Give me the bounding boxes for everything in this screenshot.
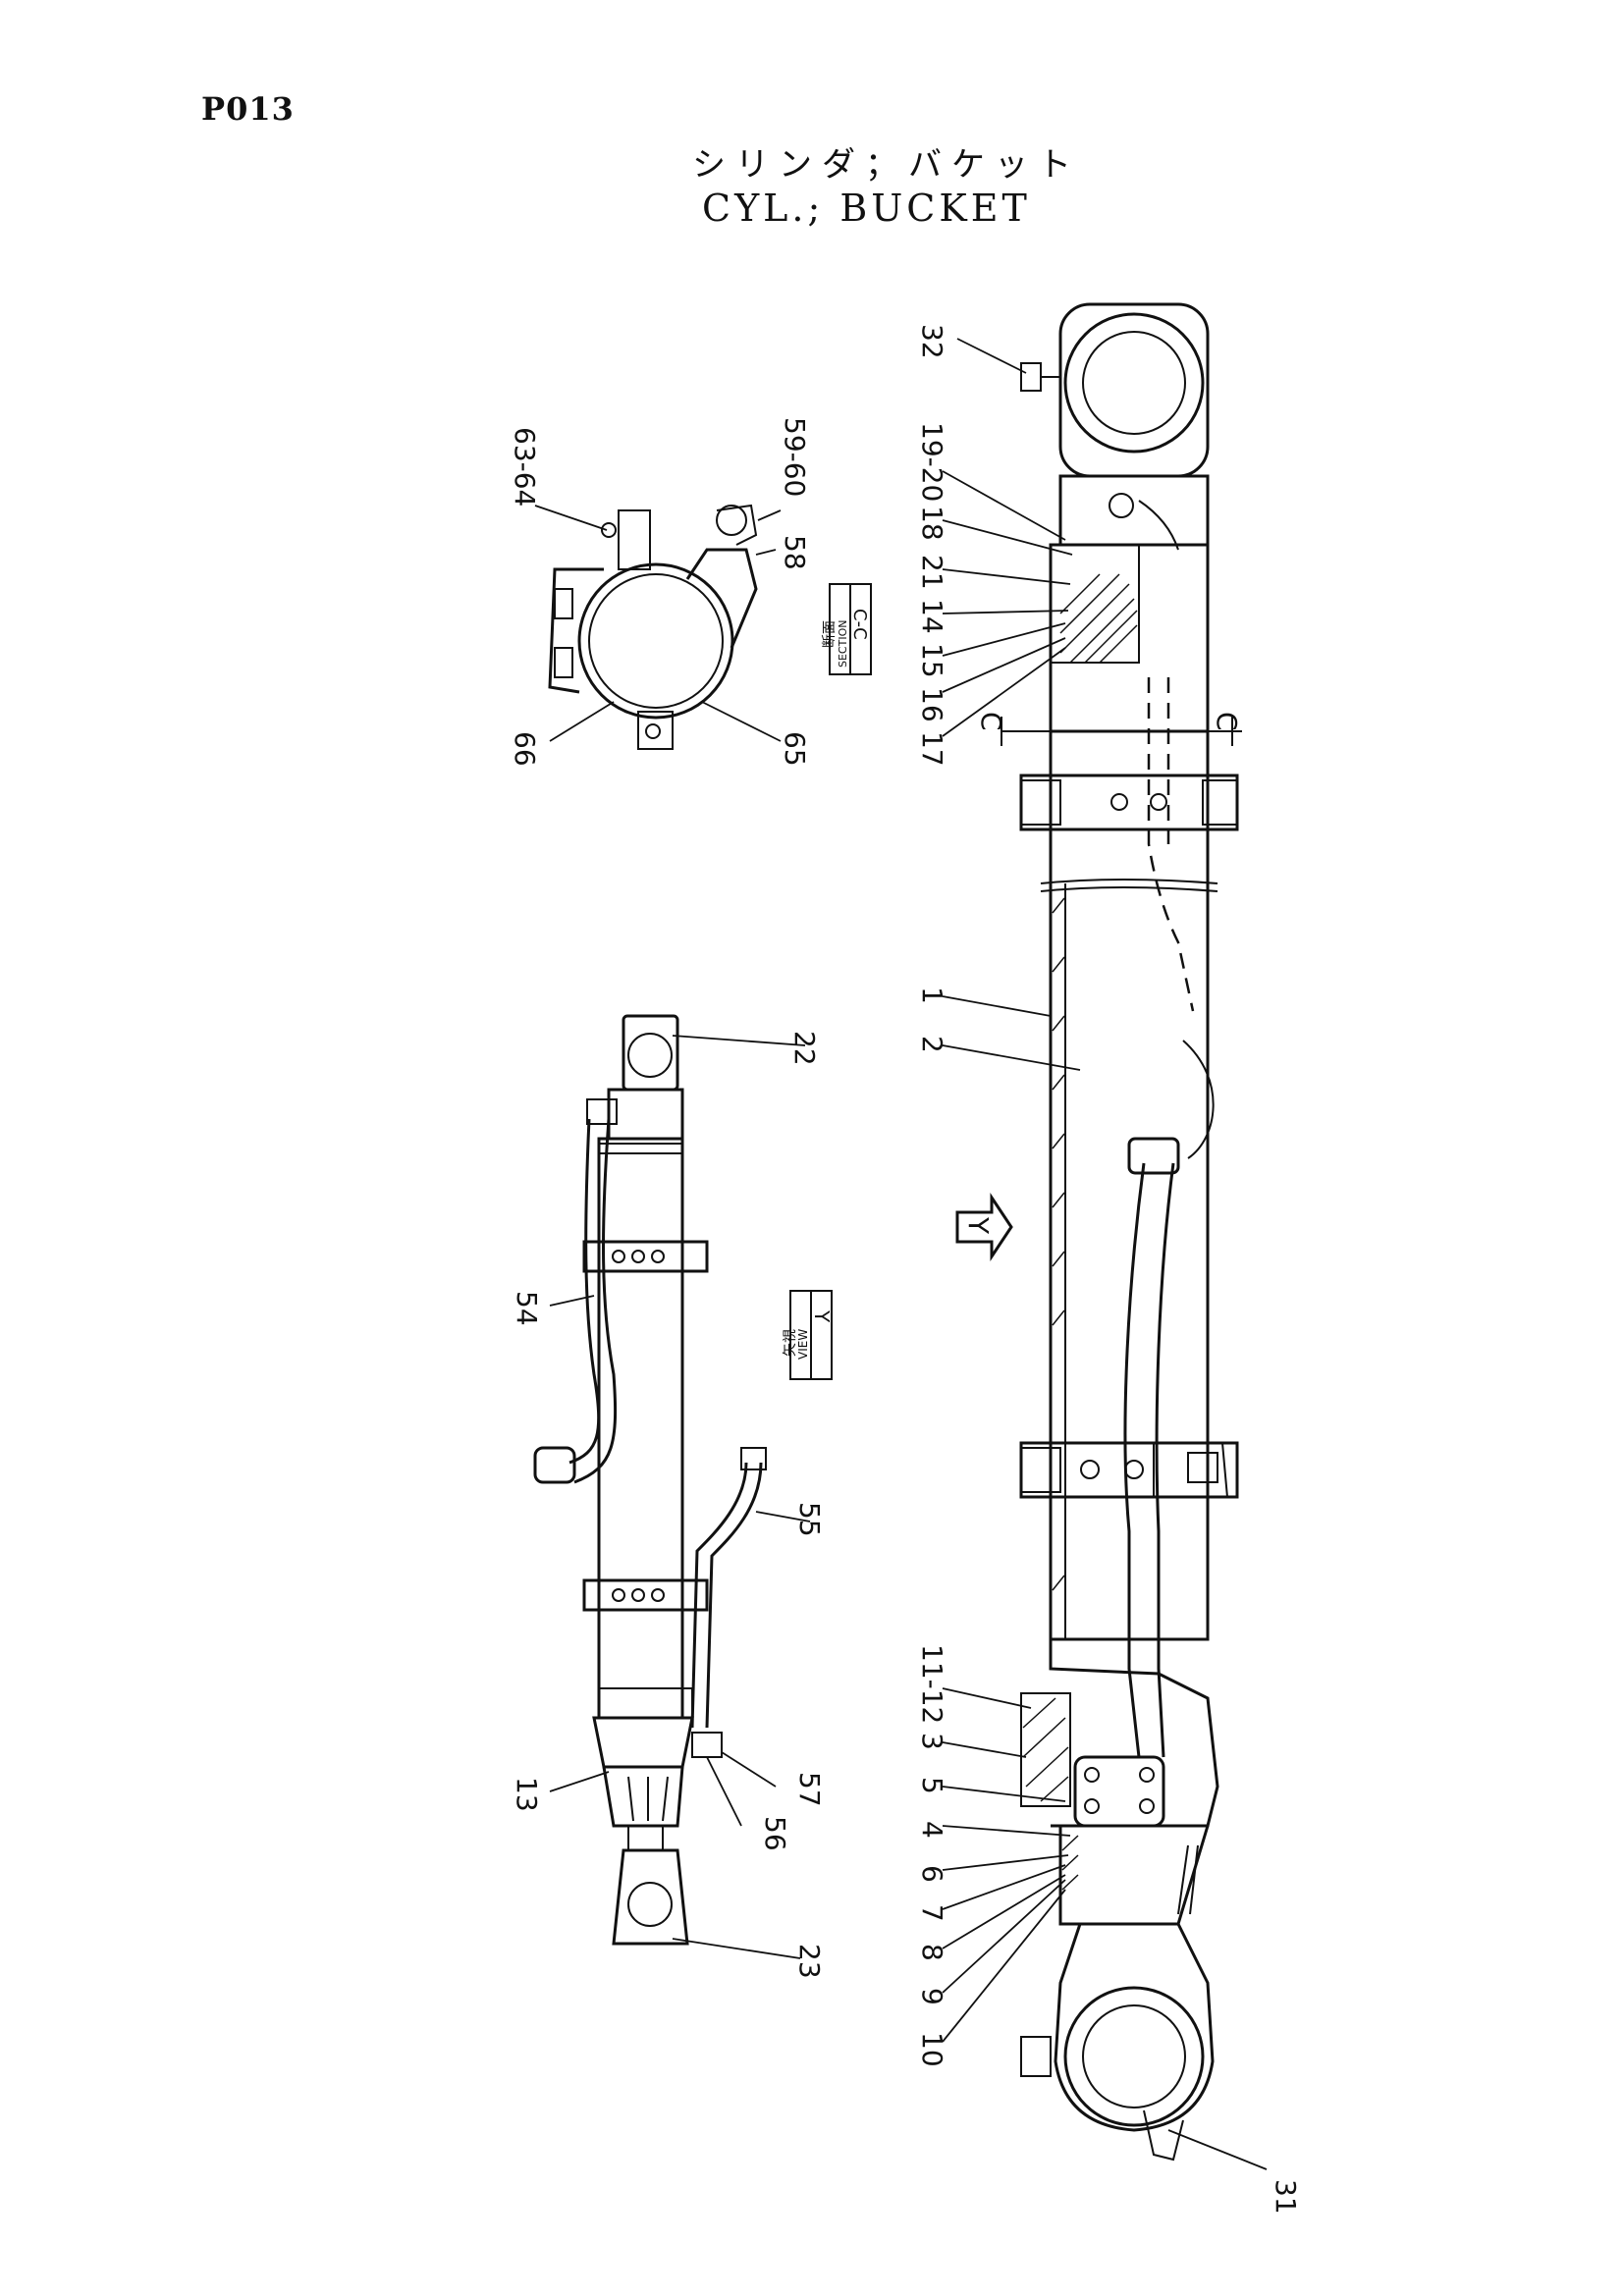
callout-31: 31: [1270, 2179, 1302, 2215]
view-arrow-y: Y: [955, 1193, 1013, 1261]
main-callouts: 32 19-20 18 21 14 15 16 17 1 2 11-12 3 5…: [916, 324, 1302, 2215]
view-y-cylinder: [533, 1014, 767, 1946]
lower-clamp-band: [1019, 1441, 1239, 1499]
cut-label-right: C: [1211, 712, 1243, 731]
view-label-letter: Y: [810, 1309, 834, 1323]
callout-1: 1: [916, 987, 948, 1004]
section-label-en: SECTION: [837, 620, 849, 667]
view-label-box: 矢視 VIEW Y: [783, 1290, 834, 1380]
callout-56: 56: [759, 1816, 791, 1851]
callout-18: 18: [916, 506, 948, 541]
section-label-jp: 断面: [822, 620, 838, 648]
rod-seal-hatching: [1061, 1835, 1079, 1891]
callout-19-20: 19-20: [916, 422, 948, 502]
section-leaders: [534, 505, 782, 742]
callout-54: 54: [511, 1291, 543, 1326]
callout-55: 55: [793, 1502, 826, 1537]
callout-65: 65: [779, 731, 811, 767]
callout-5: 5: [916, 1777, 948, 1794]
callout-10: 10: [916, 2032, 948, 2067]
tube-wall-hatching: [1052, 897, 1065, 1591]
page-id: P013: [201, 90, 295, 128]
gland-hatching: [1022, 1697, 1069, 1802]
head-cut-area: [1050, 544, 1140, 664]
main-cylinder: C C: [975, 302, 1243, 2162]
callout-63-64: 63-64: [509, 427, 541, 507]
title-english: CYL.; BUCKET: [702, 187, 1031, 230]
callout-21: 21: [916, 555, 948, 590]
head-hatching: [1059, 573, 1138, 664]
callout-59-60: 59-60: [779, 417, 811, 497]
callout-57: 57: [793, 1772, 826, 1807]
callout-3: 3: [916, 1733, 948, 1750]
hidden-pipe: [1147, 677, 1195, 1012]
title-japanese: シリンダ；バケット: [692, 145, 1081, 185]
callout-9: 9: [916, 1988, 948, 2005]
callout-16: 16: [916, 687, 948, 722]
view-y-leaders: [549, 1035, 811, 1959]
top-rod-eye: [1020, 302, 1210, 478]
section-c-c: [548, 504, 758, 750]
bottom-rod-eye: [1020, 1922, 1215, 2162]
external-pipe-inner: [1155, 1162, 1175, 1758]
piston-rod: [1058, 1825, 1210, 1926]
external-pipe-outer: [1123, 1162, 1146, 1758]
view-arrow-letter: Y: [962, 1216, 995, 1235]
callout-66: 66: [509, 731, 541, 767]
rod-end-block: [1058, 474, 1210, 547]
callout-7: 7: [916, 1904, 948, 1922]
callout-2: 2: [916, 1036, 948, 1053]
callout-17: 17: [916, 731, 948, 767]
callout-11-12: 11-12: [916, 1644, 948, 1724]
callout-6: 6: [916, 1865, 948, 1883]
section-label-letter: C-C: [849, 609, 870, 640]
pipe-flange: [1073, 1755, 1165, 1828]
cut-label-left: C: [975, 712, 1007, 731]
callout-23: 23: [793, 1944, 826, 1979]
callout-15: 15: [916, 643, 948, 678]
callout-32: 32: [916, 324, 948, 359]
callout-22: 22: [788, 1031, 821, 1066]
section-label-box: 断面 SECTION C-C: [822, 583, 872, 675]
callout-4: 4: [916, 1821, 948, 1839]
upper-clamp-band: [1019, 774, 1239, 831]
callout-14: 14: [916, 599, 948, 634]
callout-8: 8: [916, 1944, 948, 1961]
callout-58: 58: [779, 535, 811, 570]
cylinder-tube: [1049, 729, 1210, 1641]
callout-13: 13: [511, 1777, 543, 1812]
pipe-fitting-top: [1127, 1137, 1180, 1175]
view-label-en: VIEW: [796, 1329, 810, 1360]
view-label-jp: 矢視: [783, 1329, 798, 1357]
gland-section: [1020, 1692, 1071, 1807]
main-leaders: [942, 338, 1268, 2170]
